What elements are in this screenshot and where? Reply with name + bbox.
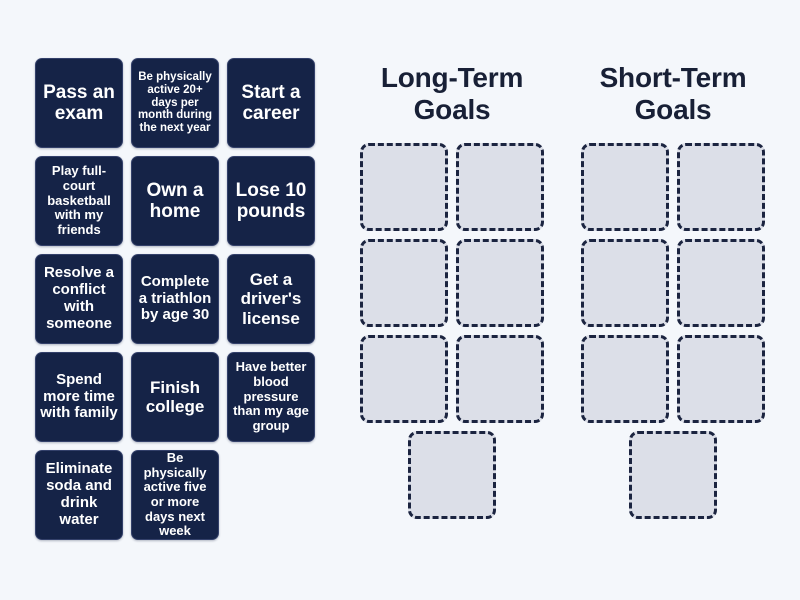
group-title: Long-Term Goals [380, 62, 524, 125]
group-short-term: Short-Term Goals [581, 62, 765, 520]
drop-zone[interactable] [629, 431, 717, 520]
drop-zone[interactable] [408, 431, 496, 520]
drop-zone[interactable] [360, 143, 448, 232]
tile-label: Be physically active 20+ days per month … [137, 70, 213, 135]
tile-label: Spend more time with family [40, 370, 118, 422]
group-long-term: Long-Term Goals [360, 62, 544, 520]
draggable-tile[interactable]: Eliminate soda and drink water [35, 450, 123, 540]
draggable-tile[interactable]: Pass an exam [35, 58, 123, 148]
tile-label: Eliminate soda and drink water [45, 460, 113, 528]
draggable-tile[interactable]: Finish college [131, 352, 219, 442]
tile-label: Be physically active five or more days n… [143, 450, 207, 539]
drop-zone[interactable] [360, 239, 448, 328]
tile-label: Pass an exam [43, 81, 115, 124]
draggable-tile[interactable]: Be physically active 20+ days per month … [131, 58, 219, 148]
draggable-tile[interactable]: Spend more time with family [35, 352, 123, 442]
tile-label: Get a driver's license [240, 270, 302, 328]
tile-label: Lose 10 pounds [235, 179, 307, 222]
tile-label: Start a career [241, 81, 301, 124]
tile-label: Own a home [146, 179, 204, 222]
drop-zone[interactable] [360, 335, 448, 424]
drop-zone[interactable] [581, 239, 669, 328]
drop-zone[interactable] [677, 335, 765, 424]
tile-label: Resolve a conflict with someone [43, 264, 115, 332]
draggable-tile[interactable]: Get a driver's license [227, 254, 315, 344]
tile-label: Finish college [145, 377, 205, 416]
drop-zone[interactable] [456, 335, 544, 424]
draggable-tile[interactable]: Own a home [131, 156, 219, 246]
drop-zone[interactable] [581, 335, 669, 424]
tile-label: Complete a triathlon by age 30 [138, 272, 212, 324]
drop-zone[interactable] [456, 239, 544, 328]
dropzone-grid [581, 143, 765, 520]
group-title: Short-Term Goals [599, 62, 747, 125]
tile-tray: Pass an exam Be physically active 20+ da… [35, 58, 316, 540]
draggable-tile[interactable]: Play full-court basketball with my frien… [35, 156, 123, 246]
draggable-tile[interactable]: Be physically active five or more days n… [131, 450, 219, 540]
draggable-tile[interactable]: Have better blood pressure than my age g… [227, 352, 315, 442]
drop-zone[interactable] [677, 143, 765, 232]
tile-label: Have better blood pressure than my age g… [233, 359, 309, 434]
draggable-tile[interactable]: Lose 10 pounds [227, 156, 315, 246]
drop-zone[interactable] [456, 143, 544, 232]
draggable-tile[interactable]: Resolve a conflict with someone [35, 254, 123, 344]
dropzone-grid [360, 143, 544, 520]
drop-zone[interactable] [677, 239, 765, 328]
draggable-tile[interactable]: Start a career [227, 58, 315, 148]
tile-label: Play full-court basketball with my frien… [47, 163, 111, 238]
drop-zone[interactable] [581, 143, 669, 232]
draggable-tile[interactable]: Complete a triathlon by age 30 [131, 254, 219, 344]
